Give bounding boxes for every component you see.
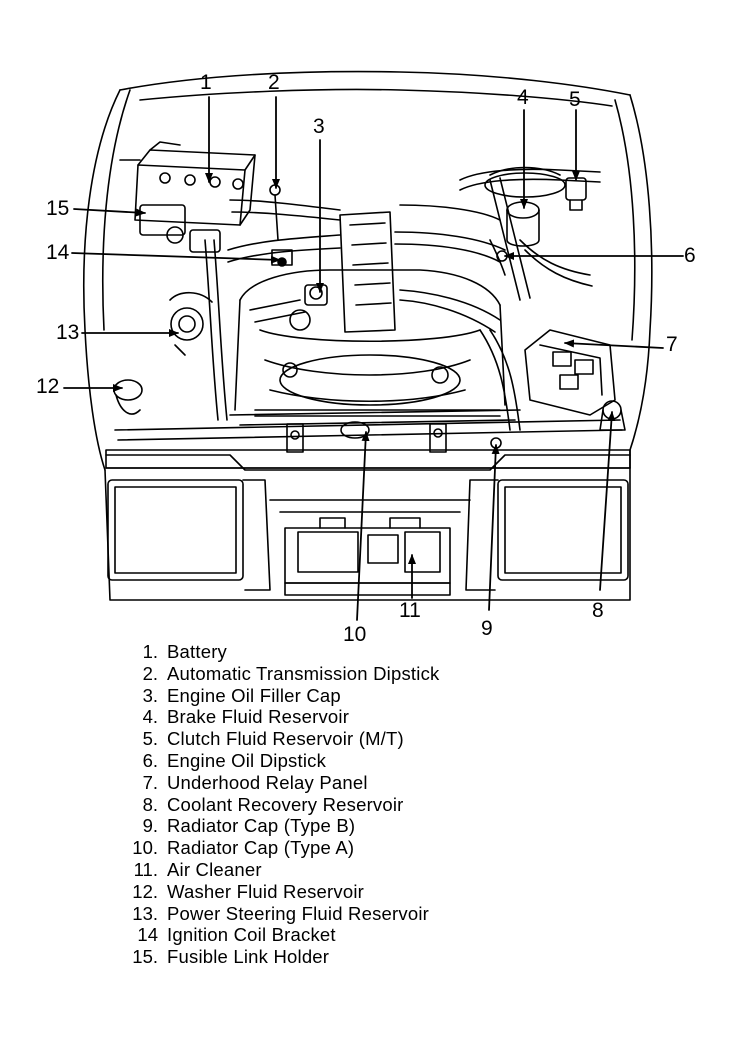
power-steering-reservoir <box>169 291 213 356</box>
legend-item: 1. Battery <box>120 641 680 663</box>
legend-label: Coolant Recovery Reservoir <box>167 793 404 815</box>
callout-number-3: 3 <box>313 115 325 138</box>
legend-label: Washer Fluid Reservoir <box>167 880 364 902</box>
legend-item: 3. Engine Oil Filler Cap <box>120 685 680 707</box>
callout-number-9: 9 <box>481 617 493 640</box>
right-headlight <box>497 479 629 581</box>
engine-block <box>227 211 506 411</box>
legend-number: 1. <box>142 641 158 662</box>
leader-9 <box>488 444 500 611</box>
legend-number: 8. <box>142 793 158 815</box>
callout-number-4: 4 <box>517 86 529 109</box>
legend-item: 14 Ignition Coil Bracket <box>120 924 680 946</box>
underhood-relay-panel <box>524 329 616 416</box>
legend-label: Engine Oil Filler Cap <box>167 684 341 706</box>
legend-item: 13. Power Steering Fluid Reservoir <box>120 903 680 925</box>
legend-item: 2. Automatic Transmission Dipstick <box>120 663 680 685</box>
legend-number: 10. <box>132 837 158 859</box>
legend-item: 8. Coolant Recovery Reservoir <box>120 794 680 816</box>
front-end <box>105 449 631 591</box>
callout-number-10: 10 <box>343 623 367 646</box>
legend-number: 15. <box>132 946 158 968</box>
engine-oil-filler-cap <box>304 284 328 306</box>
callout-number-13: 13 <box>56 321 80 344</box>
legend-label: Air Cleaner <box>167 858 262 880</box>
callout-number-11: 11 <box>399 599 421 622</box>
engine-compartment-diagram: 1 2 3 4 5 6 7 8 9 10 11 12 13 14 15 <box>36 70 696 645</box>
callout-number-1: 1 <box>200 71 212 94</box>
leader-10 <box>356 431 370 621</box>
legend-label: Fusible Link Holder <box>167 946 330 968</box>
callout-number-14: 14 <box>46 241 70 264</box>
legend-number: 3. <box>142 684 158 706</box>
legend-item: 4. Brake Fluid Reservoir <box>120 706 680 728</box>
legend-number: 11. <box>133 858 158 880</box>
engine-illustration <box>63 70 684 621</box>
legend-item: 12. Washer Fluid Reservoir <box>120 881 680 903</box>
legend-label: Clutch Fluid Reservoir (M/T) <box>167 728 404 750</box>
legend-item: 10. Radiator Cap (Type A) <box>120 837 680 859</box>
washer-fluid-reservoir <box>113 379 143 415</box>
legend-label: Power Steering Fluid Reservoir <box>167 902 430 924</box>
callout-number-5: 5 <box>569 88 581 111</box>
callout-number-8: 8 <box>592 599 604 622</box>
legend-item: 5. Clutch Fluid Reservoir (M/T) <box>120 728 680 750</box>
legend-number: 14 <box>137 924 158 946</box>
callout-leaders <box>63 96 684 621</box>
engine-oil-dipstick <box>489 239 508 276</box>
intake-plenum <box>339 211 396 333</box>
leader-14 <box>71 252 281 264</box>
legend-number: 2. <box>142 662 158 684</box>
legend-item: 11. Air Cleaner <box>120 859 680 881</box>
legend-label: Battery <box>167 641 228 662</box>
legend-item: 9. Radiator Cap (Type B) <box>120 815 680 837</box>
legend-item: 7. Underhood Relay Panel <box>120 772 680 794</box>
callout-number-7: 7 <box>666 333 678 356</box>
legend-label: Engine Oil Dipstick <box>167 749 327 771</box>
legend-number: 5. <box>142 728 158 750</box>
callout-number-2: 2 <box>268 71 280 94</box>
legend-label: Radiator Cap (Type B) <box>167 815 356 837</box>
callout-number-15: 15 <box>46 197 70 220</box>
fusible-link-holder <box>139 204 186 244</box>
callout-number-6: 6 <box>684 244 696 267</box>
leader-7 <box>564 339 664 349</box>
leader-15 <box>73 208 146 217</box>
legend-item: 15. Fusible Link Holder <box>120 946 680 968</box>
legend-label: Radiator Cap (Type A) <box>167 837 355 859</box>
left-headlight <box>107 479 244 581</box>
legend-label: Ignition Coil Bracket <box>167 924 336 946</box>
transmission-dipstick <box>269 184 281 241</box>
legend-number: 4. <box>142 706 158 728</box>
radiator-support <box>114 409 623 453</box>
component-legend: 1. Battery 2. Automatic Transmission Dipst… <box>120 641 680 968</box>
legend-number: 9. <box>142 815 158 837</box>
callout-number-12: 12 <box>36 375 60 398</box>
legend-number: 6. <box>142 749 158 771</box>
leader-8 <box>599 411 616 591</box>
legend-label: Brake Fluid Reservoir <box>167 706 350 728</box>
air-cleaner-box <box>284 517 451 596</box>
legend-number: 13. <box>132 902 158 924</box>
legend-label: Underhood Relay Panel <box>167 771 368 793</box>
legend-number: 12. <box>132 880 158 902</box>
clutch-fluid-reservoir <box>565 177 587 211</box>
legend-label: Automatic Transmission Dipstick <box>167 662 440 684</box>
legend-number: 7. <box>142 771 158 793</box>
legend-item: 6. Engine Oil Dipstick <box>120 750 680 772</box>
